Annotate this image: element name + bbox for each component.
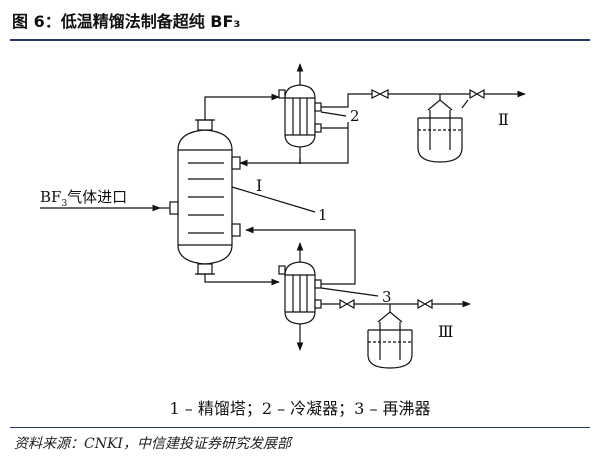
label-vessel-iii: Ⅲ — [438, 322, 453, 341]
legend: 1 – 精馏塔；2 – 冷凝器；3 – 再沸器 — [169, 399, 431, 418]
callout-2: 2 — [350, 107, 360, 125]
inlet-label: BF3气体进口 — [40, 188, 127, 209]
callout-3: 3 — [382, 288, 392, 306]
footer-divider — [10, 427, 590, 428]
figure-title: 图 6：低温精馏法制备超纯 BF₃ — [12, 12, 241, 31]
label-column-i: I — [256, 176, 262, 195]
title-divider — [10, 39, 590, 41]
condenser — [278, 72, 322, 158]
vessel-ii — [417, 99, 463, 163]
callout-1: 1 — [318, 206, 328, 224]
reboiler — [278, 250, 322, 342]
vessel-iii — [367, 311, 413, 369]
source-note: 资料来源：CNKI，中信建投证券研究发展部 — [14, 436, 291, 452]
label-vessel-ii: Ⅱ — [498, 110, 509, 129]
process-diagram: BF3气体进口 1 2 3 I Ⅱ Ⅲ — [40, 63, 526, 369]
distillation-column — [169, 119, 241, 275]
